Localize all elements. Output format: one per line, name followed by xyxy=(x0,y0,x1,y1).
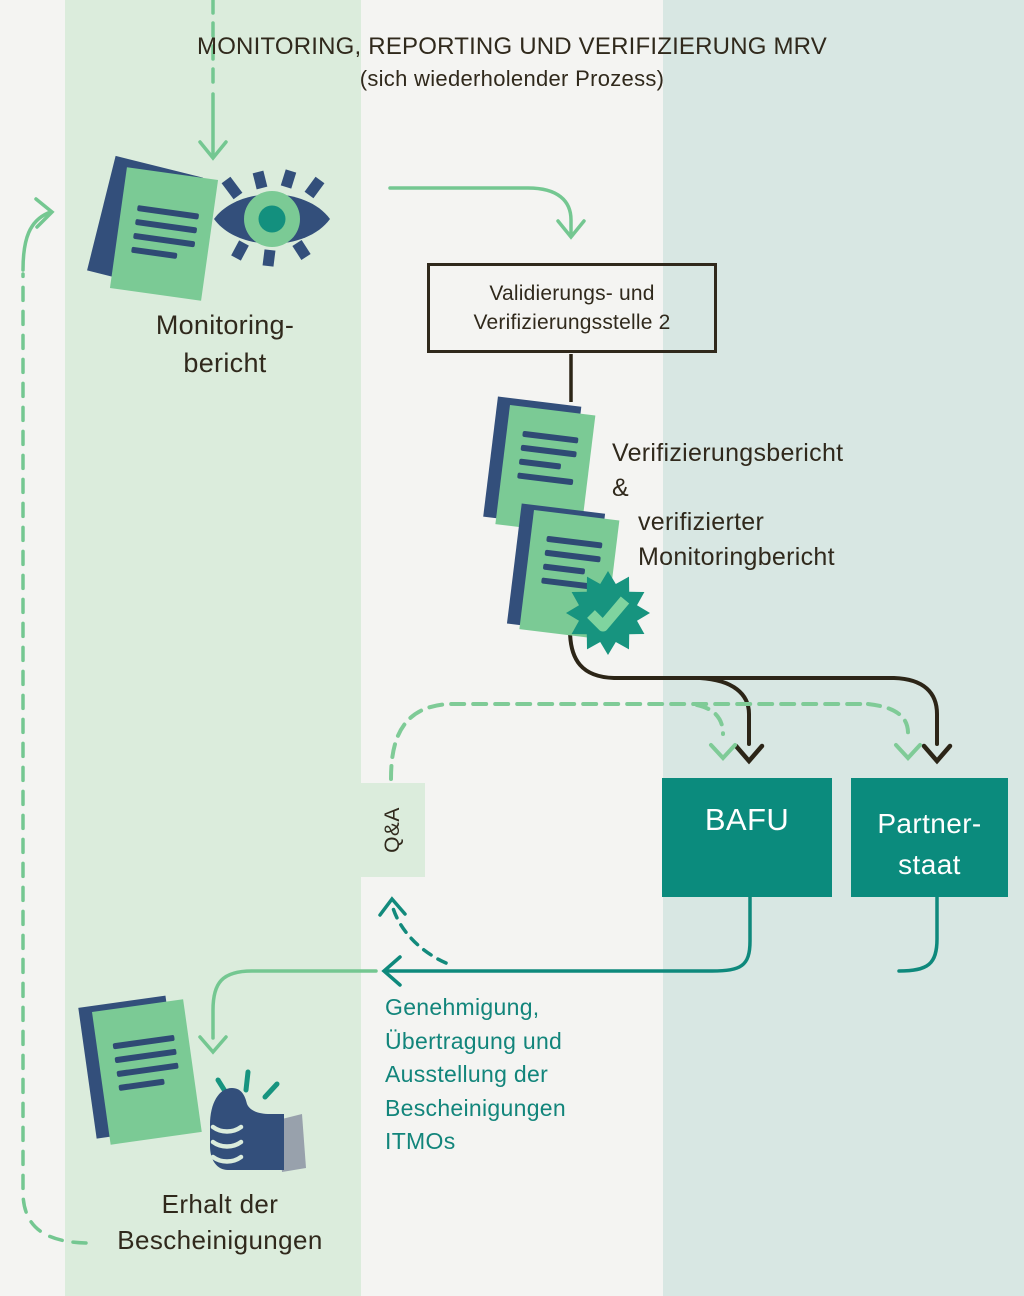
diagram-subtitle: (sich wiederholender Prozess) xyxy=(359,66,665,91)
arrow-approval-to-qa xyxy=(378,896,448,965)
monitoring-report-label: Monitoring- bericht xyxy=(100,306,350,382)
qa-box: Q&A xyxy=(361,783,425,877)
verification-report-label: Verifizierungsbericht & verifizierter Mo… xyxy=(612,436,843,574)
bafu-box: BAFU xyxy=(662,778,832,897)
monitoring-document-icon xyxy=(87,155,219,301)
check-badge-icon xyxy=(566,571,650,655)
verified-documents-icon xyxy=(483,396,650,655)
certificate-document-icon xyxy=(78,995,202,1145)
receipt-of-certificates-label: Erhalt der Bescheinigungen xyxy=(55,1186,385,1258)
thumbs-up-icon xyxy=(210,1069,306,1172)
qa-label: Q&A xyxy=(380,807,404,853)
arrow-monitoring-to-validation xyxy=(388,186,586,240)
verification-report-line4: Monitoringbericht xyxy=(638,542,835,571)
approval-line4: Bescheinigungen xyxy=(385,1094,566,1121)
validation-body-line1: Validierungs- und xyxy=(489,282,655,305)
receipt-line2: Bescheinigungen xyxy=(117,1225,323,1255)
approval-line3: Ausstellung der xyxy=(385,1061,549,1087)
approval-line1: Genehmigung, xyxy=(385,994,540,1020)
bafu-label: BAFU xyxy=(704,802,790,837)
arrow-start-to-monitoring xyxy=(198,0,228,161)
verification-report-line1: Verifizierungsbericht xyxy=(612,439,844,467)
receipt-line1: Erhalt der xyxy=(161,1189,279,1219)
approval-line2: Übertragung und xyxy=(385,1027,563,1054)
background-band-mint xyxy=(663,0,1024,1296)
verification-report-line2: & xyxy=(612,473,629,502)
line-boxes-to-approval xyxy=(381,895,939,987)
arrow-documents-to-bafu-partner xyxy=(568,628,953,765)
arrow-qa-to-bafu-partner xyxy=(389,702,922,781)
verification-report-line3: verifizierter xyxy=(638,508,765,536)
approval-transfer-issuance-label: Genehmigung, Übertragung und Ausstellung… xyxy=(385,991,566,1159)
monitoring-report-label-line2: bericht xyxy=(183,348,267,378)
diagram-title: MONITORING, REPORTING UND VERIFIZIERUNG … xyxy=(197,33,827,60)
validation-body-box: Validierungs- und Verifizierungsstelle 2 xyxy=(427,263,717,353)
partner-state-line2: staat xyxy=(898,849,961,880)
eye-icon xyxy=(214,169,330,267)
approval-line5: ITMOs xyxy=(385,1128,456,1154)
monitoring-report-label-line1: Monitoring- xyxy=(155,310,295,340)
partner-state-line1: Partner- xyxy=(877,808,982,839)
partner-state-box: Partner- staat xyxy=(851,778,1008,897)
background-band-white xyxy=(361,0,663,1296)
arrow-approval-to-receipt xyxy=(198,969,378,1055)
arrow-receipt-to-monitoring-loop xyxy=(21,197,88,1245)
validation-body-line2: Verifizierungsstelle 2 xyxy=(473,311,671,334)
